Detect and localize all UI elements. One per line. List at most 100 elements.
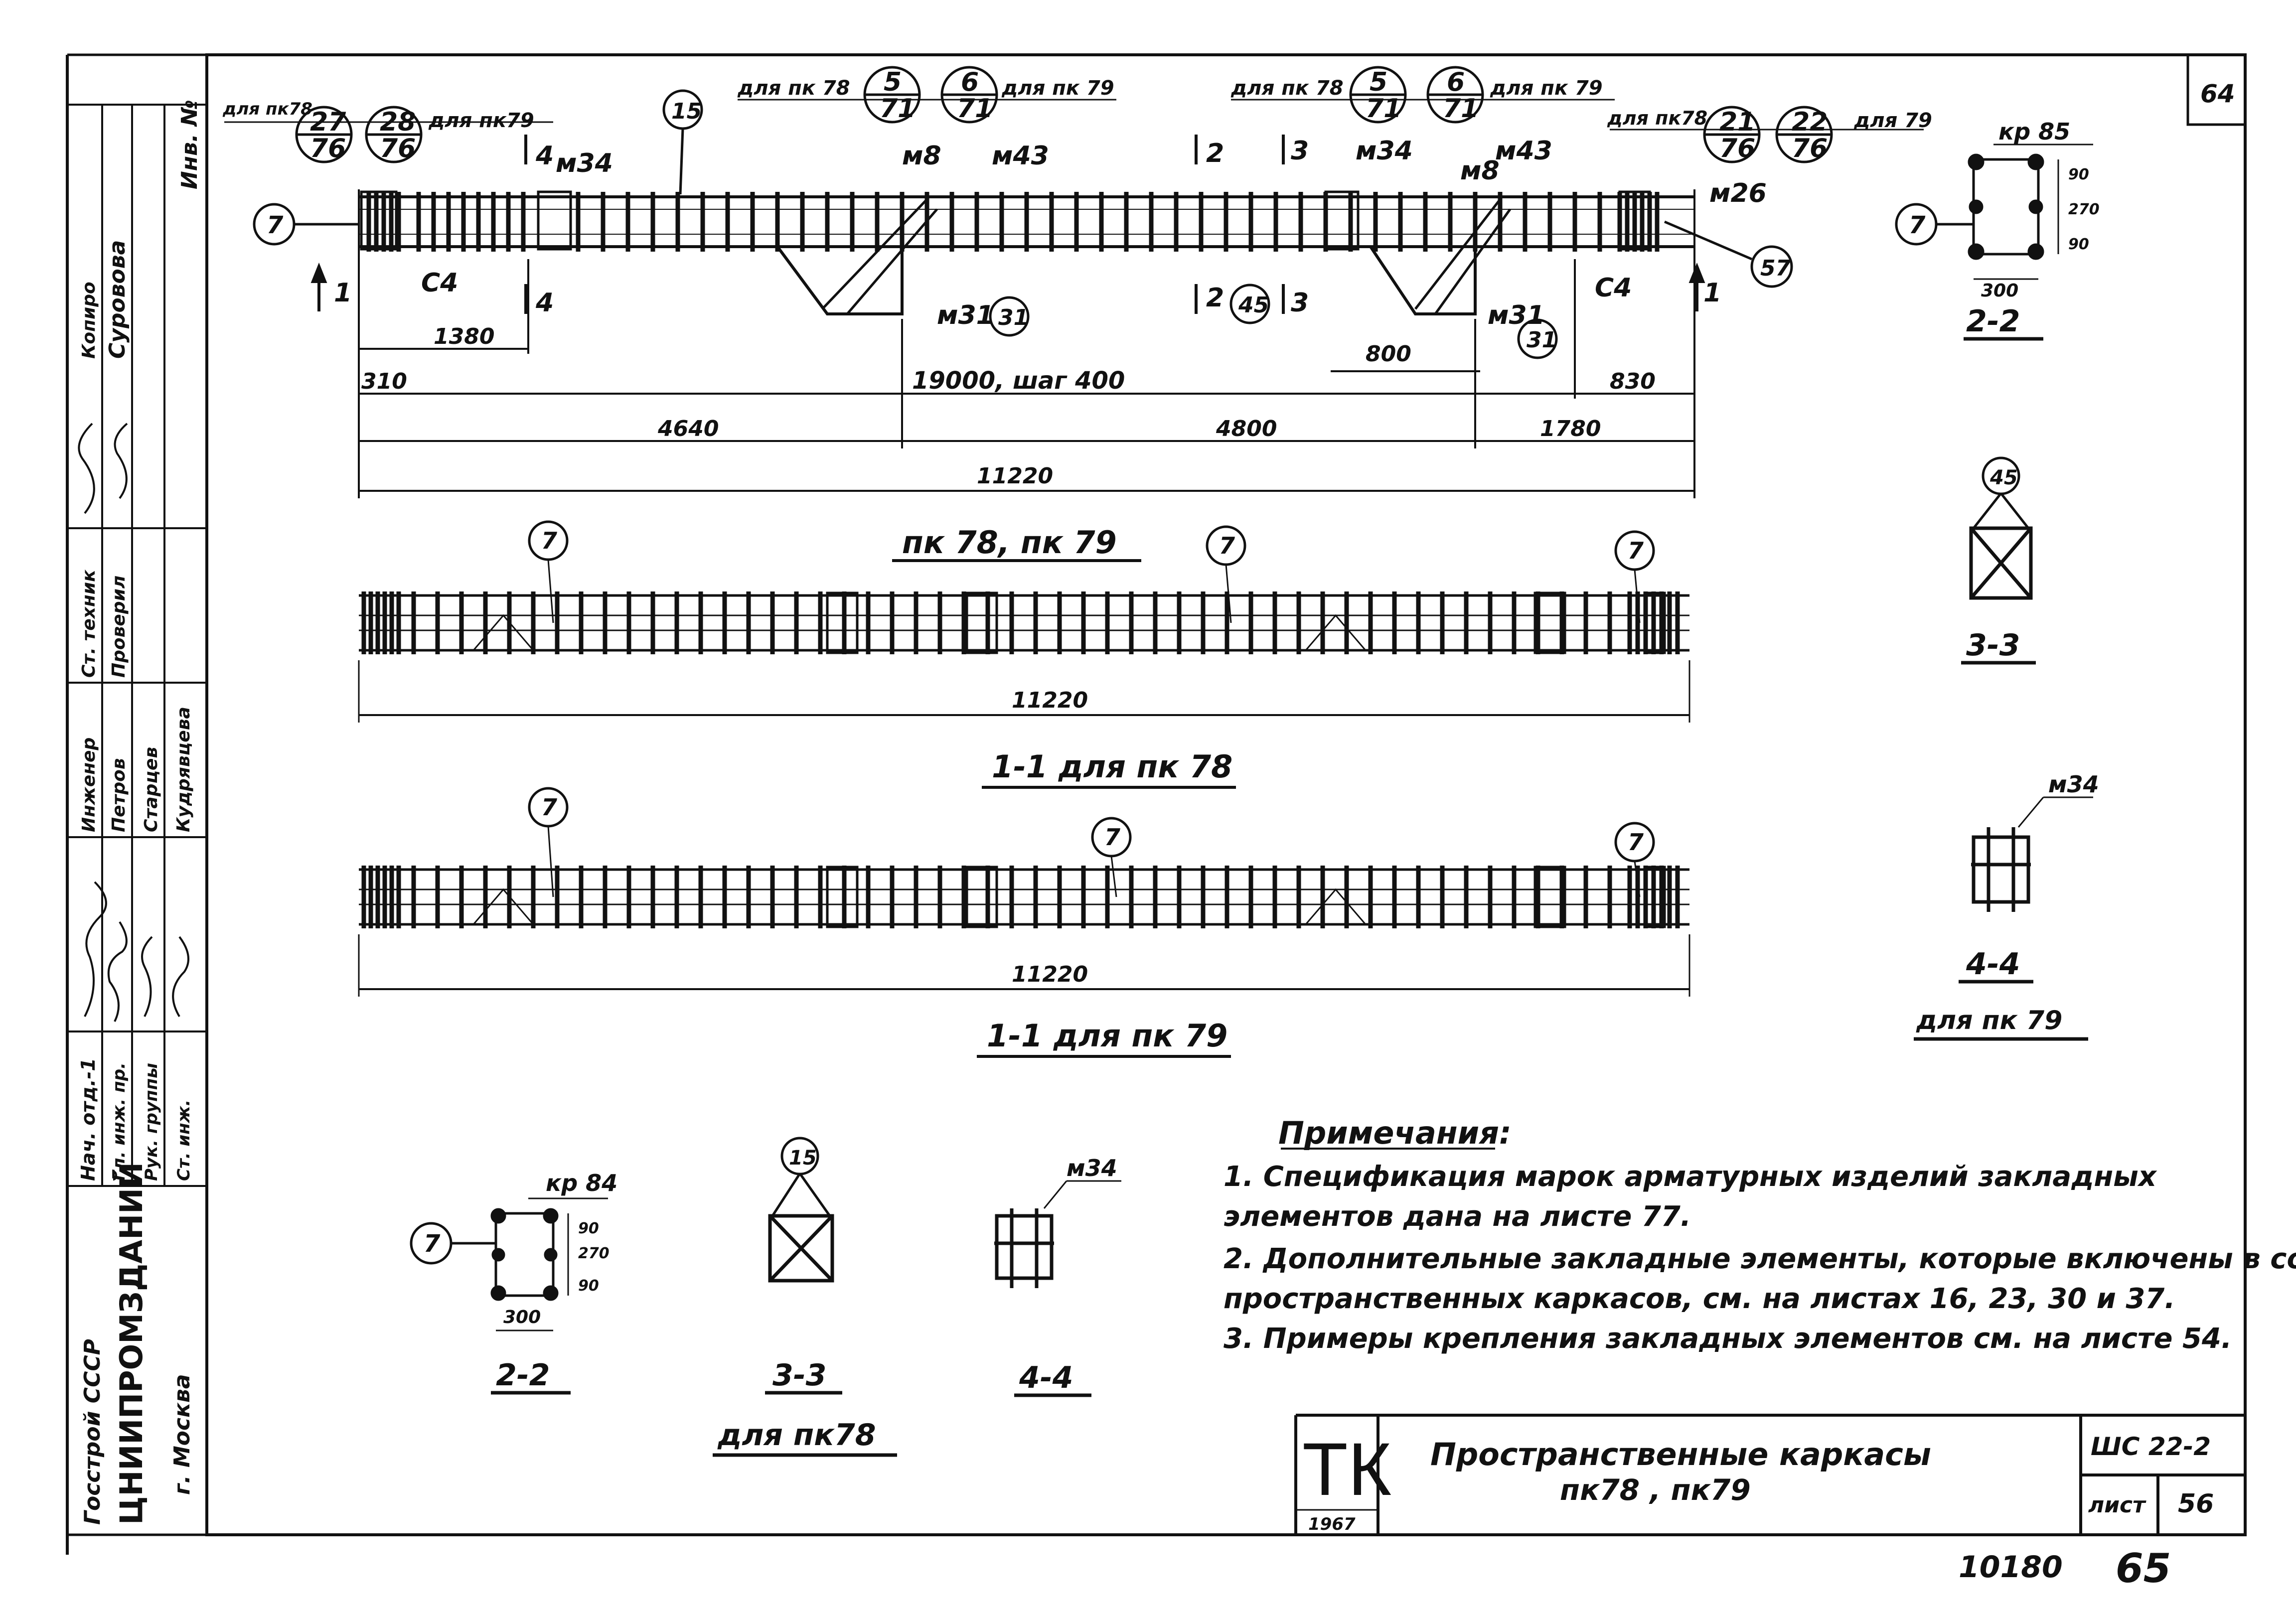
label-for-pk78: для пк78	[222, 99, 312, 119]
callout-45-text: 45	[1238, 293, 1269, 318]
section-label-3: 3	[1291, 288, 1309, 318]
signatures	[78, 423, 189, 1022]
embedded-plate	[826, 591, 859, 654]
plate-m34-left	[537, 190, 572, 251]
sheet-number: 56	[2178, 1489, 2214, 1519]
haunch-trace	[472, 888, 534, 925]
mark-m31: м31	[1488, 300, 1545, 330]
dim-300: 300	[1981, 281, 2018, 301]
dim-270: 270	[2068, 201, 2100, 218]
inventory-label: Инв. №	[177, 100, 202, 189]
dim-90: 90	[578, 1277, 599, 1295]
section-title-3-3: 3-3	[772, 1358, 826, 1393]
mark-m34: м34	[1356, 136, 1413, 166]
dim-11220: 11220	[1012, 962, 1088, 987]
name-petrov: Петров	[109, 758, 129, 832]
label-for-pk78: для пк 78	[737, 77, 850, 100]
ref-6: 6	[1447, 67, 1465, 97]
label-for-pk79: для пк 79	[1916, 1006, 2062, 1035]
name-surovova: Суровова	[105, 240, 130, 359]
callout-7-text: 7	[1628, 829, 1644, 856]
label-for-pk78: для пк78	[717, 1418, 876, 1453]
section-3-3-outline	[768, 1214, 834, 1283]
mark-m8: м8	[1460, 156, 1500, 186]
haunch-trace	[472, 614, 534, 651]
mark-c4: С4	[1595, 273, 1632, 303]
dim-800: 800	[1366, 341, 1411, 367]
role-copied: Копиро	[79, 282, 99, 359]
end-plate-right	[1618, 190, 1651, 251]
callout-7-text: 7	[267, 211, 284, 239]
mark-m43: м43	[992, 141, 1049, 171]
embedded-plate	[965, 866, 998, 928]
role-technician: Ст. техник	[79, 569, 99, 678]
dim-19000: 19000, шаг 400	[912, 367, 1125, 395]
section-title-3-3: 3-3	[1966, 628, 2020, 663]
note-line: 2. Дополнительные закладные элементы, ко…	[1224, 1243, 2296, 1275]
section-arrow	[1688, 262, 1705, 283]
ref-5-sheet: 71	[880, 94, 916, 124]
role-senior-engineer: Ст. инж.	[174, 1100, 194, 1181]
haunch-trace	[1305, 614, 1367, 651]
section-label-4: 4	[535, 141, 554, 171]
end-plate-left	[360, 190, 398, 251]
haunch-trace	[1305, 888, 1367, 925]
label-for-pk79: для 79	[1853, 109, 1932, 132]
corner-number: 64	[2200, 79, 2235, 108]
rebar-dot	[1968, 153, 1985, 170]
dim-4640: 4640	[657, 416, 719, 441]
mark-m34: м34	[556, 148, 613, 178]
title-block	[1294, 1414, 2245, 1535]
dim-1380: 1380	[434, 324, 494, 349]
callout-7-text: 7	[1628, 537, 1644, 564]
dim-90: 90	[2068, 166, 2089, 183]
mark-m31: м31	[937, 300, 994, 330]
ref-6-sheet: 71	[1443, 94, 1479, 124]
inner-frame	[205, 53, 2247, 1536]
section-label-2: 2	[1206, 139, 1224, 168]
dim-1780: 1780	[1540, 416, 1601, 441]
city-name: г. Москва	[169, 1374, 195, 1495]
ref-21-sheet: 76	[1719, 134, 1755, 163]
dim-11220: 11220	[1012, 688, 1088, 713]
ref-6: 6	[961, 67, 979, 97]
embedded-plate	[1643, 866, 1666, 928]
bottom-sections	[410, 1137, 1121, 1457]
mark-m26: м26	[1709, 178, 1767, 208]
label-for-pk79: для пк79	[428, 109, 534, 132]
dim-90: 90	[2068, 236, 2089, 253]
ref-28: 28	[380, 107, 416, 137]
callout-7-text: 7	[1219, 532, 1235, 559]
dim-300: 300	[503, 1307, 541, 1327]
corner-box	[2186, 53, 2247, 126]
section-label-4: 4	[535, 288, 554, 318]
plate-m34-right	[1324, 190, 1360, 251]
leader	[1634, 569, 1641, 623]
section-label-3: 3	[1291, 136, 1309, 166]
dim-830: 830	[1610, 369, 1656, 394]
section-label-2: 2	[1206, 283, 1224, 313]
diagonal-bar	[1414, 198, 1501, 310]
callout-7-text: 7	[541, 794, 557, 821]
plan-view-title: 1-1 для пк 78	[992, 748, 1232, 785]
institute-name: ЦНИИПРОМЗДАНИЙ	[113, 1162, 150, 1525]
section-arrow	[310, 262, 327, 283]
logo-year: 1967	[1308, 1514, 1356, 1534]
callout-circle-31	[989, 296, 1030, 337]
note-line: 3. Примеры крепления закладных элементов…	[1224, 1323, 2232, 1355]
drawing-title: Пространственные каркасы	[1430, 1436, 1931, 1472]
callout-circle-57	[1750, 245, 1793, 288]
role-group-head: Рук. группы	[142, 1063, 161, 1181]
haunch-left	[776, 197, 904, 315]
mark-kr85: кр 85	[1998, 118, 2070, 145]
dim-90: 90	[578, 1220, 599, 1237]
side-stamp-text: Инв. № Госстрой СССР ЦНИИПРОМЗДАНИЙ г. М…	[77, 100, 202, 1525]
ref-28-sheet: 76	[380, 134, 416, 163]
embedded-plate	[1533, 866, 1566, 928]
section-4-4-right	[1971, 827, 2031, 912]
page-number: 65	[2116, 1545, 2171, 1592]
label-for-pk78: для пк78	[1607, 107, 1707, 129]
